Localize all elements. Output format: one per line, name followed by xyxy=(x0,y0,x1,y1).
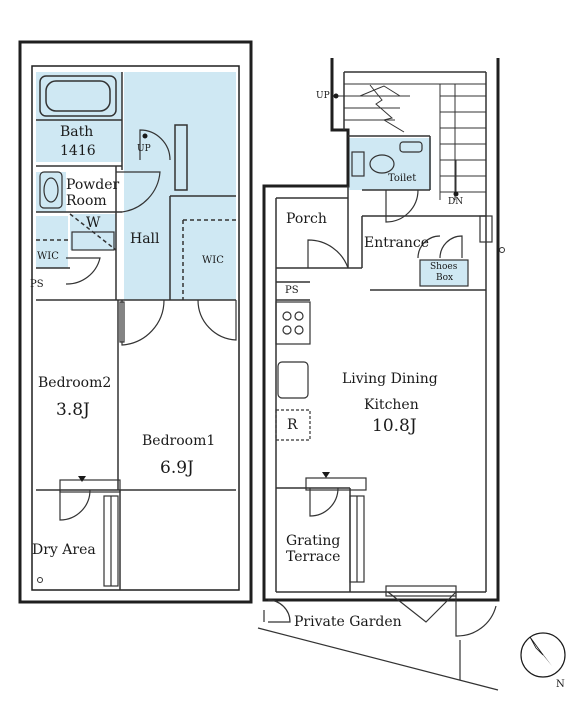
powder-room-line1: Powder xyxy=(66,177,120,193)
bathtub xyxy=(39,75,117,117)
compass-north-label: N xyxy=(556,679,565,690)
private-garden-label: Private Garden xyxy=(294,614,402,630)
drain-dot xyxy=(37,577,43,583)
stair-up-right-label: UP xyxy=(316,91,330,101)
ldk-size: 10.8J xyxy=(372,416,417,436)
bedroom1-label: Bedroom1 xyxy=(142,433,216,449)
powder-room-line2: Room xyxy=(66,193,107,209)
bedroom1-size: 6.9J xyxy=(160,458,194,478)
grating-terrace-line1: Grating xyxy=(286,533,341,549)
shoes-box-line1: Shoes xyxy=(430,262,458,272)
stair-down-dot xyxy=(453,191,459,197)
washer-label: W xyxy=(86,215,101,231)
toilet-label: Toilet xyxy=(388,173,417,184)
stair-up-left-label: UP xyxy=(137,144,151,154)
ldk-line2: Kitchen xyxy=(364,397,419,413)
bath-label: Bath xyxy=(60,124,94,140)
bedroom2-size: 3.8J xyxy=(56,400,90,420)
toilet-fixture xyxy=(351,141,423,177)
right-unit-doors xyxy=(267,189,497,637)
left-unit-doors xyxy=(59,129,237,521)
wic-left-label: WIC xyxy=(37,251,59,262)
porch-label: Porch xyxy=(286,211,327,227)
garden-boundary xyxy=(257,610,499,691)
stair-up-dot-left xyxy=(142,133,148,139)
hall-label: Hall xyxy=(130,231,160,247)
dry-area-label: Dry Area xyxy=(32,542,96,558)
bedroom2-label: Bedroom2 xyxy=(38,375,112,391)
north-compass-icon xyxy=(520,632,566,678)
ps-left-label: PS xyxy=(30,279,44,290)
wic-right-label: WIC xyxy=(202,255,224,266)
shoes-box-line2: Box xyxy=(436,273,454,283)
washer-box xyxy=(71,231,115,251)
ps-right-label: PS xyxy=(285,285,299,296)
window-arrow-right xyxy=(322,472,330,478)
bath-size: 1416 xyxy=(60,143,96,159)
washbasin xyxy=(39,171,63,209)
stairs xyxy=(336,83,486,200)
exterior-dot xyxy=(499,247,505,253)
left-unit-walls xyxy=(18,40,253,604)
stair-down-label: DN xyxy=(448,197,464,207)
entrance-label: Entrance xyxy=(364,235,430,251)
ldk-line1: Living Dining xyxy=(342,371,438,387)
left-unit-interior xyxy=(36,72,236,590)
right-sliding-windows xyxy=(305,215,493,597)
window-arrow-left xyxy=(78,476,86,482)
kitchen-fixtures xyxy=(275,301,311,441)
refrigerator-label: R xyxy=(287,417,298,433)
right-unit-walls xyxy=(262,58,500,602)
left-sliding-windows xyxy=(59,301,125,587)
shoes-box xyxy=(419,259,469,287)
stair-up-dot-right xyxy=(333,93,339,99)
grating-terrace-line2: Terrace xyxy=(286,549,341,565)
